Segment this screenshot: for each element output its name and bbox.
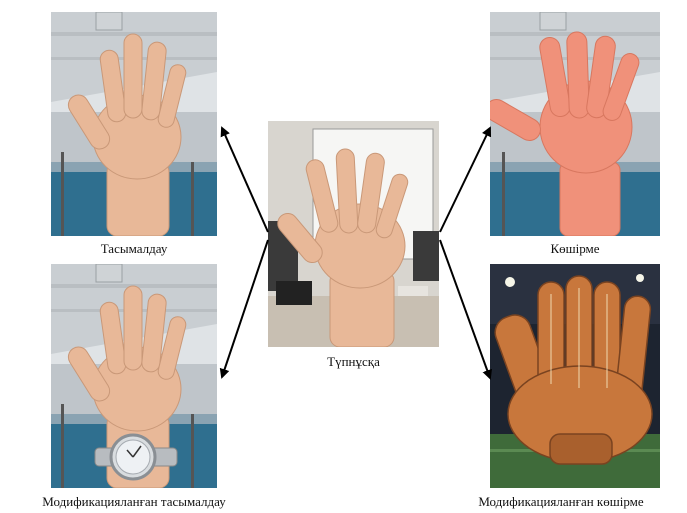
copy-image	[490, 12, 660, 236]
caption-modified-transfer: Модификацияланған тасымалдау	[0, 494, 268, 510]
original-image	[268, 121, 439, 347]
arrow-to-modified-copy	[440, 240, 490, 378]
caption-modified-copy: Модификацияланған көшірме	[435, 494, 687, 510]
caption-transfer: Тасымалдау	[51, 241, 217, 257]
arrow-to-copy	[440, 128, 490, 232]
arrow-to-modified-transfer	[222, 240, 268, 377]
modified-transfer-image	[51, 264, 217, 488]
caption-original: Түпнұсқа	[268, 354, 439, 370]
modified-copy-image	[490, 264, 660, 488]
caption-copy: Көшірме	[490, 241, 660, 257]
transfer-image	[51, 12, 217, 236]
arrow-to-transfer	[222, 128, 268, 232]
